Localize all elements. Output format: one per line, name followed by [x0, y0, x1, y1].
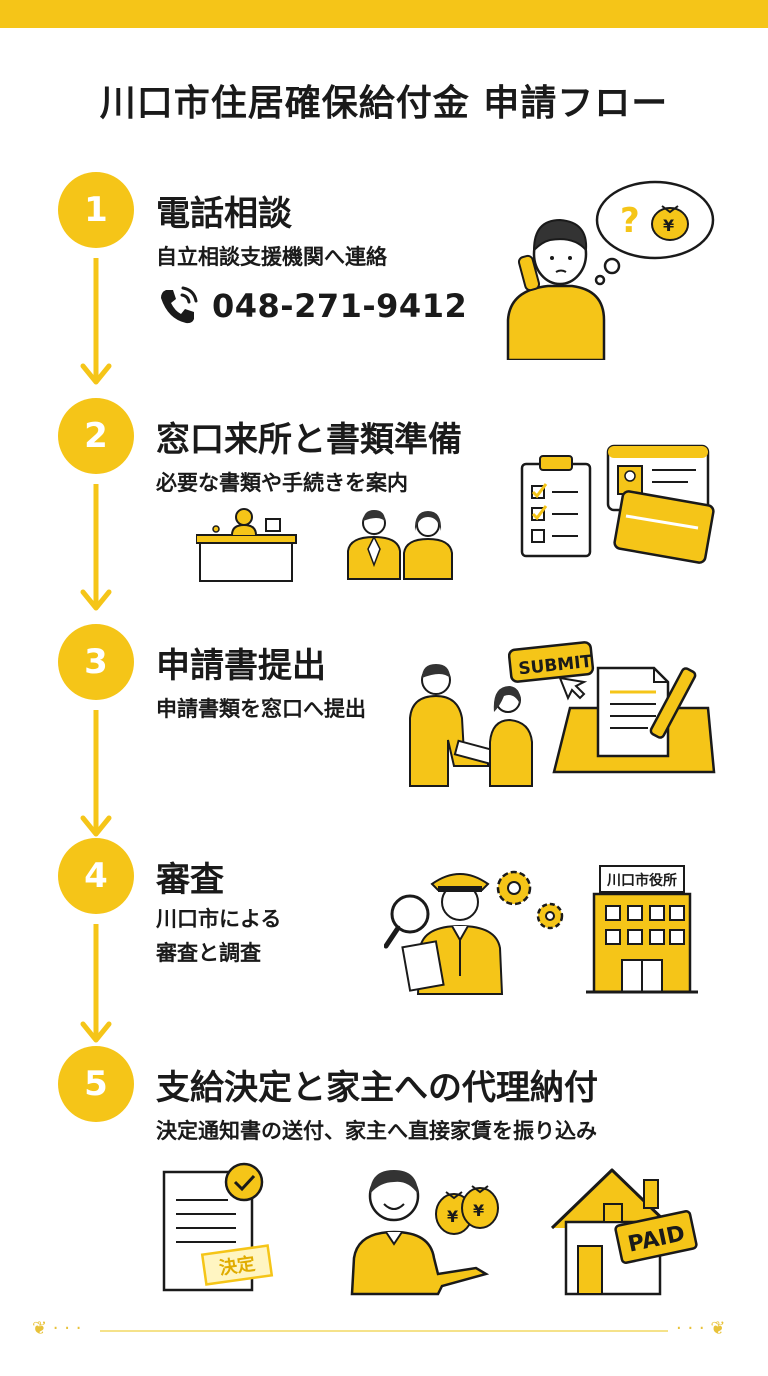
phone-icon: [161, 286, 198, 324]
step-2-number: 2: [58, 398, 134, 474]
step-1-number: 1: [58, 172, 134, 248]
yen-label: ¥: [447, 1207, 458, 1226]
phone-row: 048-271-9412: [156, 284, 467, 328]
arrow-down-icon: [80, 484, 112, 611]
step-2-title: 窓口来所と書類準備: [156, 420, 462, 460]
house-paid-illustration: PAID: [550, 1168, 698, 1296]
step-1-subtitle: 自立相談支援機関へ連絡: [156, 245, 387, 269]
step-4-subtitle-line1: 川口市による: [156, 907, 282, 931]
decision-stamp: 決定: [218, 1253, 257, 1280]
step-4-subtitle-line2: 審査と調査: [156, 941, 261, 965]
arrow-down-icon: [80, 258, 112, 385]
step-3-number: 3: [58, 624, 134, 700]
decision-notice-illustration: 決定: [162, 1162, 274, 1292]
step-5-subtitle: 決定通知書の送付、家主へ直接家賃を振り込み: [156, 1119, 597, 1143]
step-3-title: 申請書提出: [156, 646, 326, 686]
arrow-down-icon: [80, 710, 112, 837]
leaf-decoration-icon: ❦ · · ·: [32, 1318, 82, 1339]
step-4-number: 4: [58, 838, 134, 914]
step-5-number: 5: [58, 1046, 134, 1122]
inspector-illustration: [384, 870, 564, 995]
leaf-decoration-icon: · · · ❦: [676, 1318, 726, 1339]
document-handover-illustration: [409, 664, 533, 787]
documents-checklist-illustration: [520, 444, 715, 564]
reception-desk-illustration: [196, 508, 453, 582]
step-4-title: 審査: [156, 860, 224, 900]
yen-label: ¥: [663, 216, 674, 235]
step-2-subtitle: 必要な書類や手続きを案内: [156, 471, 408, 495]
step-1-title: 電話相談: [156, 194, 292, 234]
page-title: 川口市住居確保給付金 申請フロー: [99, 83, 669, 124]
step-5-title: 支給決定と家主への代理納付: [156, 1068, 598, 1108]
step-3-subtitle: 申請書類を窓口へ提出: [156, 697, 366, 721]
svg-text:?: ?: [620, 201, 640, 241]
phone-number: 048-271-9412: [212, 287, 468, 325]
phone-consultation-illustration: ? ¥: [506, 180, 715, 360]
landlord-payment-illustration: ¥ ¥: [350, 1170, 499, 1296]
yen-label: ¥: [473, 1201, 484, 1220]
top-accent-bar: [0, 0, 768, 28]
city-hall-sign: 川口市役所: [606, 872, 677, 889]
footer-divider: [100, 1330, 668, 1332]
arrow-down-icon: [80, 924, 112, 1043]
submit-document-illustration: SUBMIT: [508, 641, 716, 774]
city-hall-illustration: 川口市役所: [586, 865, 698, 994]
